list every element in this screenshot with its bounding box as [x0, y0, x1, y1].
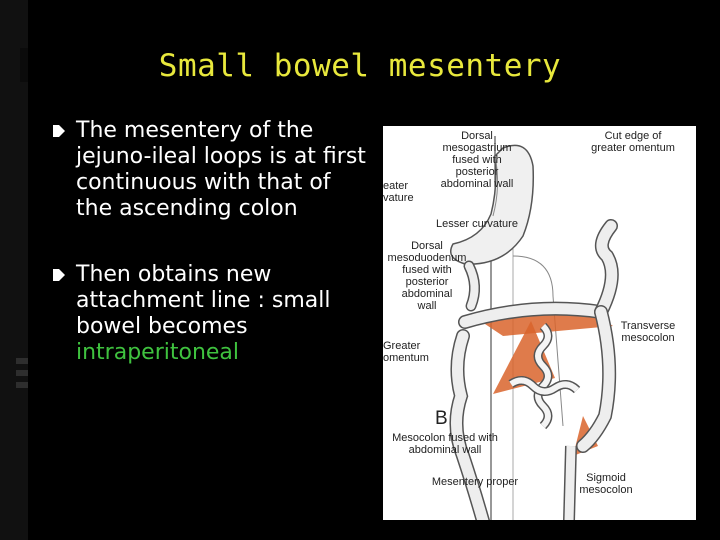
slide-title: Small bowel mesentery	[158, 48, 562, 84]
bullet-item: Then obtains new attachment line : small…	[52, 262, 372, 366]
bullet-list: The mesentery of the jejuno-ileal loops …	[52, 118, 372, 366]
bullet-text: Then obtains new attachment line : small…	[76, 262, 331, 339]
bullet-arrow-icon	[53, 269, 65, 281]
deco-bar	[20, 48, 28, 82]
anatomy-figure: Dorsal mesogastrium fused with posterior…	[383, 126, 696, 520]
label-lesser-curvature: Lesser curvature	[436, 218, 518, 230]
label-greater-curvature: eater vature	[383, 180, 414, 204]
label-transverse-mesocolon: Transverse mesocolon	[620, 320, 676, 344]
label-cut-edge: Cut edge of greater omentum	[591, 130, 675, 154]
panel-letter: B	[435, 408, 448, 429]
gut-illustration	[449, 136, 619, 520]
deco-bar	[16, 370, 28, 376]
bullet-item: The mesentery of the jejuno-ileal loops …	[52, 118, 372, 222]
bullet-text: The mesentery of the jejuno-ileal loops …	[76, 118, 366, 221]
label-mesocolon-fused: Mesocolon fused with abdominal wall	[392, 432, 498, 456]
label-dorsal-mesogastrium: Dorsal mesogastrium fused with posterior…	[440, 130, 514, 190]
label-sigmoid-mesocolon: Sigmoid mesocolon	[579, 472, 633, 496]
label-mesentery-proper: Mesentery proper	[431, 476, 519, 488]
label-greater-omentum: Greater omentum	[383, 340, 429, 364]
bullet-arrow-icon	[53, 125, 65, 137]
deco-bar	[16, 358, 28, 364]
label-dorsal-mesoduodenum: Dorsal mesoduodenum fused with posterior…	[387, 240, 467, 312]
highlight-term: intraperitoneal	[76, 340, 240, 365]
left-strip	[0, 0, 28, 540]
deco-bar	[16, 382, 28, 388]
